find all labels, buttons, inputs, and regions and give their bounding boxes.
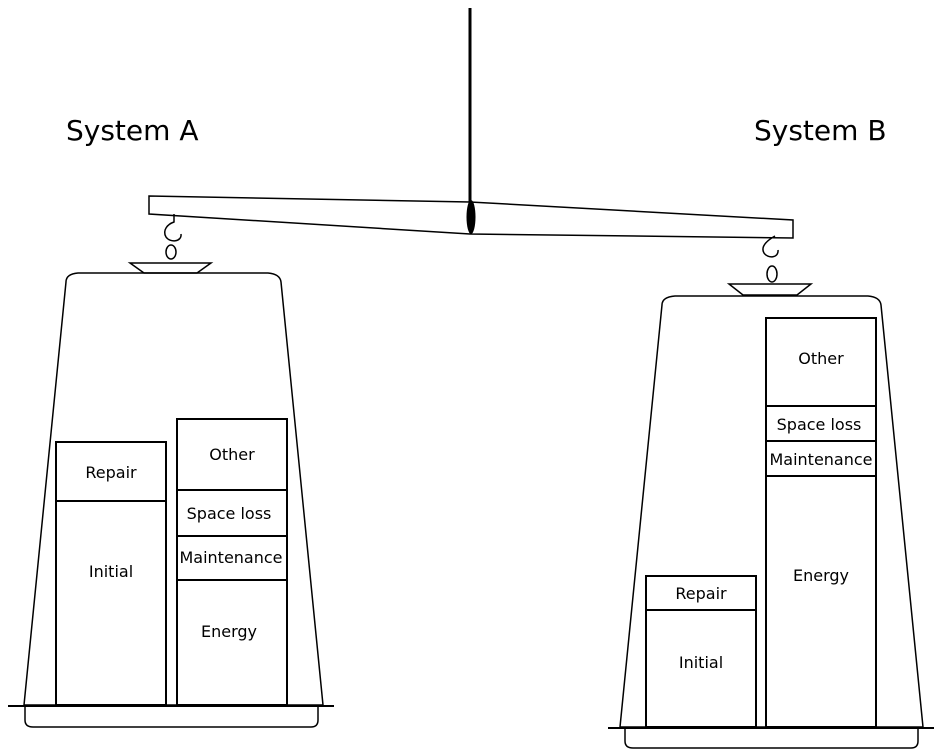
- system-a-hook: [163, 214, 182, 242]
- system-b-title: System B: [754, 114, 887, 147]
- system-b-base-tray: [624, 728, 919, 749]
- system-a-other-label: Other: [209, 445, 255, 464]
- system-a-right-stack: Other Space loss Maintenance Energy: [176, 418, 288, 706]
- system-a-initial-block: [55, 500, 167, 706]
- system-b-left-stack: Repair Initial: [645, 575, 757, 728]
- system-b-other-label: Other: [798, 349, 844, 368]
- system-a-bucket: [23, 272, 324, 706]
- system-b-bucket: [619, 295, 924, 728]
- system-a-repair-label: Repair: [85, 463, 137, 482]
- system-a-saucer: [127, 262, 214, 274]
- system-a-energy-block: [176, 579, 288, 706]
- system-a-maintenance-block: [176, 535, 288, 581]
- system-b-space-loss-block: [765, 405, 877, 442]
- system-a-initial-label: Initial: [89, 562, 133, 581]
- system-b-energy-block: [765, 475, 877, 728]
- system-a-space-loss-label: Space loss: [187, 504, 272, 523]
- system-a-energy-label: Energy: [201, 622, 257, 641]
- system-a-space-loss-block: [176, 489, 288, 537]
- system-b-right-stack: Other Space loss Maintenance Energy: [765, 317, 877, 728]
- system-b-repair-block: [645, 575, 757, 611]
- system-a-base-tray: [24, 706, 319, 728]
- system-b-other-block: [765, 317, 877, 407]
- system-a-ring: [165, 244, 177, 260]
- system-b-ring: [766, 265, 778, 283]
- system-b-maintenance-label: Maintenance: [769, 450, 872, 469]
- system-b-pan: Repair Initial Other Space loss Maintena…: [608, 235, 934, 749]
- system-b-repair-label: Repair: [675, 584, 727, 603]
- system-b-space-loss-label: Space loss: [777, 415, 862, 434]
- system-b-initial-block: [645, 609, 757, 728]
- system-b-initial-label: Initial: [679, 653, 723, 672]
- system-b-saucer: [726, 283, 814, 296]
- system-a-pan: Repair Initial Other Space loss Maintena…: [8, 214, 334, 728]
- pivot: [466, 200, 476, 234]
- system-a-maintenance-label: Maintenance: [179, 548, 282, 567]
- system-a-repair-block: [55, 441, 167, 502]
- system-b-hook: [762, 235, 779, 258]
- system-a-title: System A: [66, 114, 198, 147]
- system-a-left-stack: Repair Initial: [55, 441, 167, 706]
- system-b-energy-label: Energy: [793, 566, 849, 585]
